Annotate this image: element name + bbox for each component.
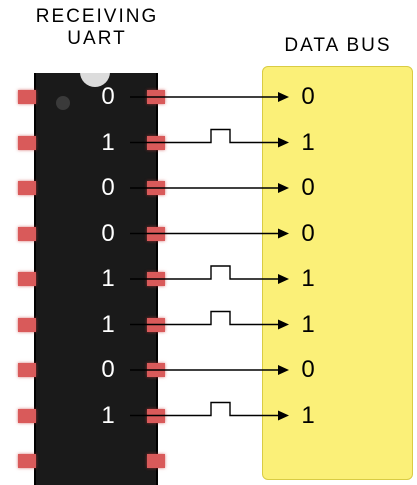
chip-pin-left-9 [18, 454, 36, 468]
chip-pin-left-5 [18, 272, 36, 286]
chip-pin-left-7 [18, 363, 36, 377]
uart-bit-8: 1 [101, 401, 115, 429]
chip-pin1-marker [56, 96, 70, 110]
data-bus-title: DATA BUS [284, 35, 392, 56]
arrowhead-1 [278, 92, 289, 102]
uart-bit-1: 0 [101, 83, 115, 110]
uart-bit-4: 0 [101, 219, 115, 247]
bus-bit-2: 1 [301, 128, 315, 156]
chip-pin-left-6 [18, 317, 36, 332]
chip-pin-left-1 [18, 90, 36, 104]
uart-bit-3: 0 [101, 174, 115, 201]
chip-pin-left-3 [18, 181, 36, 195]
bus-bit-4: 0 [301, 219, 315, 247]
arrowhead-5 [278, 274, 289, 284]
wire-6 [130, 310, 278, 326]
bus-bit-3: 0 [301, 174, 315, 201]
chip-pin-left-4 [18, 226, 36, 241]
arrowhead-2 [278, 137, 289, 148]
uart-bit-2: 1 [101, 128, 115, 156]
chip-pin-left-2 [18, 135, 36, 150]
receiving-uart-title: RECEIVING UART [35, 6, 159, 49]
arrowhead-6 [278, 319, 289, 330]
uart-bit-6: 1 [101, 310, 115, 338]
wire-2 [130, 128, 278, 144]
arrowhead-3 [278, 183, 289, 193]
bus-bit-8: 1 [301, 401, 315, 429]
arrowhead-8 [278, 410, 289, 421]
arrowhead-7 [278, 365, 289, 375]
bus-bit-7: 0 [301, 356, 315, 383]
bus-bit-6: 1 [301, 310, 315, 338]
arrowhead-4 [278, 228, 289, 239]
uart-bit-5: 1 [101, 265, 115, 292]
data-bus-panel [262, 66, 413, 480]
bus-bit-1: 0 [301, 83, 315, 110]
chip-pin-right-9 [147, 454, 165, 468]
wire-5 [130, 265, 278, 280]
chip-pin-left-8 [18, 408, 36, 423]
uart-bit-7: 0 [101, 356, 115, 383]
chip-notch [80, 69, 110, 87]
wire-8 [130, 401, 278, 417]
bus-bit-5: 1 [301, 265, 315, 292]
